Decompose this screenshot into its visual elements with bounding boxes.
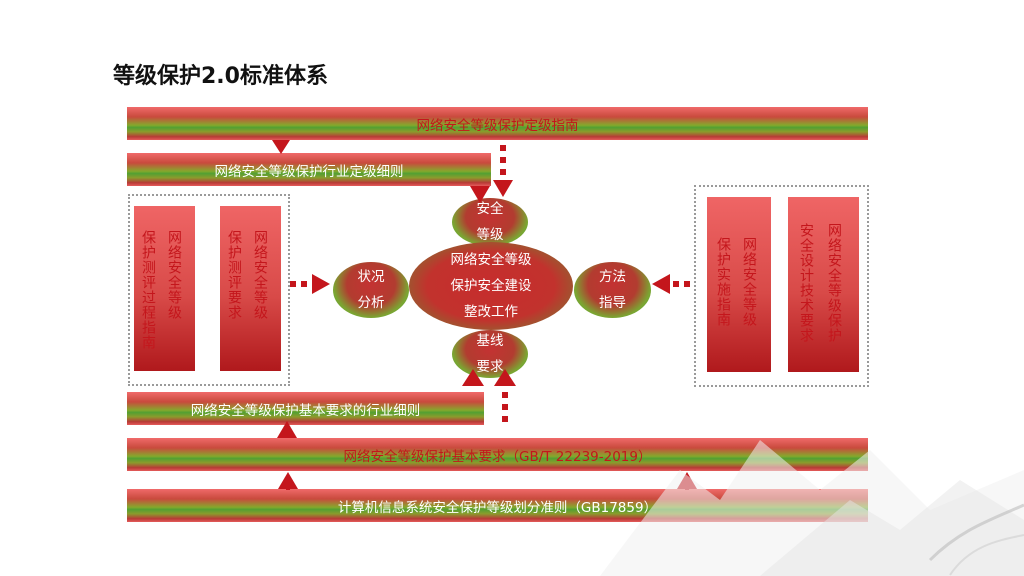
arrow-guide-to-level-head xyxy=(493,180,513,197)
ellipse-method-guidance-line1: 方法 xyxy=(599,269,626,285)
dotted-arrow-basic-to-baseline-dot1 xyxy=(502,392,508,398)
left-box-eval-req-line2: 保护测评要求 xyxy=(226,230,242,320)
ellipse-construction-work-line3: 整改工作 xyxy=(464,304,518,320)
bar-industry-basic: 网络安全等级保护基本要求的行业细则 xyxy=(127,392,484,425)
ellipse-security-level-line1: 安全 xyxy=(476,201,504,217)
arrow-industry-to-level xyxy=(470,186,490,203)
dotted-arrow-basic-to-baseline-dot2 xyxy=(502,404,508,410)
left-box-eval-req: 网络安全等级 保护测评要求 xyxy=(220,206,281,371)
dotted-arrow-left-dot2 xyxy=(301,281,307,287)
page-title: 等级保护2.0标准体系 xyxy=(113,64,328,89)
dotted-arrow-guide-to-level-dot1 xyxy=(500,145,506,151)
ellipse-method-guidance-line2: 指导 xyxy=(599,295,626,311)
dotted-arrow-left-dot1 xyxy=(290,281,296,287)
arrow-guide-to-industry xyxy=(272,140,290,154)
ellipse-status-analysis-line1: 状况 xyxy=(357,269,385,285)
dotted-arrow-guide-to-level-dot3 xyxy=(500,169,506,175)
bar-industry-grading: 网络安全等级保护行业定级细则 xyxy=(127,153,491,186)
left-box-process-guide-line2: 保护测评过程指南 xyxy=(140,230,156,350)
ellipse-status-analysis: 状况 分析 xyxy=(333,262,409,318)
bar-grading-criteria-label: 计算机信息系统安全保护等级划分准则（GB17859） xyxy=(337,499,658,516)
right-box-impl-guide-line2: 保护实施指南 xyxy=(715,237,731,327)
right-group-frame xyxy=(694,185,869,387)
bar-grading-guide-label: 网络安全等级保护定级指南 xyxy=(416,117,579,134)
right-box-design-req-line1: 网络安全等级保护 xyxy=(826,223,842,343)
bar-industry-grading-label: 网络安全等级保护行业定级细则 xyxy=(214,163,404,180)
left-box-eval-req-line1: 网络安全等级 xyxy=(252,230,268,320)
dotted-arrow-basic-to-baseline-dot3 xyxy=(502,416,508,422)
right-box-design-req: 网络安全等级保护 安全设计技术要求 xyxy=(788,197,859,372)
dotted-arrow-right-dot1 xyxy=(684,281,690,287)
right-box-design-req-line2: 安全设计技术要求 xyxy=(798,223,814,343)
ellipse-construction-work-line2: 保护安全建设 xyxy=(450,278,532,294)
arrow-criteria-to-basic-left xyxy=(278,472,298,489)
ellipse-method-guidance: 方法 指导 xyxy=(574,262,651,318)
ellipse-construction-work-line1: 网络安全等级 xyxy=(450,252,532,268)
ellipse-baseline-req-line1: 基线 xyxy=(476,333,504,349)
arrow-basic-to-baseline-head xyxy=(494,369,516,386)
ellipse-baseline-req-line2: 要求 xyxy=(476,359,504,375)
arrow-right-to-method xyxy=(652,274,670,294)
dotted-arrow-right-dot2 xyxy=(673,281,679,287)
left-group-frame xyxy=(128,194,290,386)
arrow-industry-basic-to-baseline xyxy=(462,369,484,386)
left-box-process-guide-line1: 网络安全等级 xyxy=(166,230,182,320)
ellipse-baseline-req: 基线 要求 xyxy=(452,330,528,378)
ellipse-construction-work: 网络安全等级 保护安全建设 整改工作 xyxy=(409,242,573,330)
right-box-impl-guide-line1: 网络安全等级 xyxy=(741,237,757,327)
ellipse-security-level: 安全 等级 xyxy=(452,198,528,246)
left-box-process-guide: 网络安全等级 保护测评过程指南 xyxy=(134,206,195,371)
ellipse-security-level-line2: 等级 xyxy=(476,227,504,243)
dotted-arrow-guide-to-level-dot2 xyxy=(500,157,506,163)
right-box-impl-guide: 网络安全等级 保护实施指南 xyxy=(707,197,771,372)
ellipse-status-analysis-line2: 分析 xyxy=(357,295,385,311)
bar-basic-requirements-label: 网络安全等级保护基本要求（GB/T 22239-2019） xyxy=(343,448,652,465)
bar-grading-guide: 网络安全等级保护定级指南 xyxy=(127,107,868,140)
arrow-basic-to-industry-basic xyxy=(277,421,297,438)
arrow-left-to-analysis xyxy=(312,274,330,294)
bar-industry-basic-label: 网络安全等级保护基本要求的行业细则 xyxy=(190,402,421,419)
